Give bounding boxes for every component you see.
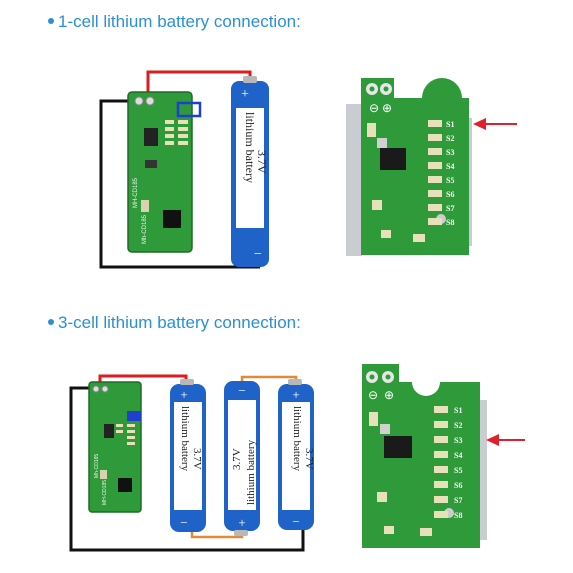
s1-pad-label: S3 [446, 148, 454, 157]
s2-board-text-2: MH-CD185 [102, 480, 108, 505]
s2-battery-1: + − lithium battery 3.7V [170, 379, 206, 532]
s2-b3-voltage: 3.7V [303, 448, 315, 470]
bullet-icon [48, 318, 54, 325]
s2-b3-minus: − [292, 514, 299, 529]
section1-heading: 1-cell lithium battery connection: [48, 12, 301, 32]
s2-battery-2: − + lithium battery 3.7V [224, 381, 260, 536]
s2-closeup: ⊖ ⊕ S1 S2 S3 S4 S5 S6 S7 S8 [362, 364, 525, 548]
s2-plus-marking: ⊕ [384, 388, 394, 402]
s2-b1-minus: − [180, 515, 187, 530]
s2-small-board: Mh-CD185 MH-CD185 [88, 381, 142, 513]
s2-black-wire [69, 386, 305, 552]
s1-pad-label: S2 [446, 134, 454, 143]
s2-pad-label: S4 [454, 451, 462, 460]
s2-b3-label: lithium battery [291, 406, 303, 472]
s1-pad-label: S4 [446, 162, 454, 171]
s2-b2-label: lithium battery [245, 439, 257, 505]
s1-highlight-box [176, 101, 202, 118]
s1-board-text-1: MH-CD185 [133, 177, 139, 208]
s1-battery-minus: − [254, 247, 262, 262]
bullet-icon [48, 17, 54, 24]
s2-b2-plus: + [238, 515, 245, 530]
section2-heading: 3-cell lithium battery connection: [48, 313, 301, 333]
s2-highlight-box [127, 411, 141, 421]
s1-closeup: ⊖ ⊕ S1 S2 S3 S4 S5 S6 S7 S8 [346, 78, 517, 256]
s2-pad-label: S6 [454, 481, 462, 490]
s1-board-text-2: Mh-CD185 [142, 214, 148, 244]
s2-pad-label: S1 [454, 406, 462, 415]
s2-b1-voltage: 3.7V [191, 448, 203, 470]
section1-heading-text: 1-cell lithium battery connection: [58, 12, 301, 31]
s2-minus-marking: ⊖ [368, 388, 378, 402]
s1-minus-marking: ⊖ [369, 101, 379, 115]
s1-battery-label: lithium battery [243, 112, 257, 183]
s2-b3-plus: + [292, 387, 299, 402]
s1-pad-label: S1 [446, 120, 454, 129]
s2-pad-label: S3 [454, 436, 462, 445]
s1-battery-plus: + [241, 87, 249, 102]
s1-pad-label: S7 [446, 204, 454, 213]
s1-pad-label: S6 [446, 190, 454, 199]
s1-plus-marking: ⊕ [382, 101, 392, 115]
s2-b2-voltage: 3.7V [231, 448, 243, 470]
s1-small-board: MH-CD185 Mh-CD185 [127, 91, 202, 253]
s1-arrow-icon [473, 118, 517, 130]
s2-pad-label: S7 [454, 496, 462, 505]
s2-arrow-icon [486, 434, 525, 446]
s1-pad-label: S8 [446, 218, 454, 227]
s2-battery-3: + − lithium battery 3.7V [278, 379, 315, 530]
s2-board-text-1: Mh-CD185 [94, 454, 100, 478]
s2-b1-plus: + [180, 387, 187, 402]
s2-pad-label: S5 [454, 466, 462, 475]
s1-pad-label: S5 [446, 176, 454, 185]
s2-pad-label: S8 [454, 511, 462, 520]
s1-black-wire [99, 99, 260, 269]
s1-battery: + − lithium battery 3.7V [231, 76, 269, 267]
s2-b1-label: lithium battery [179, 406, 191, 472]
s2-pad-label: S2 [454, 421, 462, 430]
s1-battery-voltage: 3.7V [255, 150, 269, 174]
section2-heading-text: 3-cell lithium battery connection: [58, 313, 301, 332]
s2-b2-minus: − [238, 383, 245, 398]
